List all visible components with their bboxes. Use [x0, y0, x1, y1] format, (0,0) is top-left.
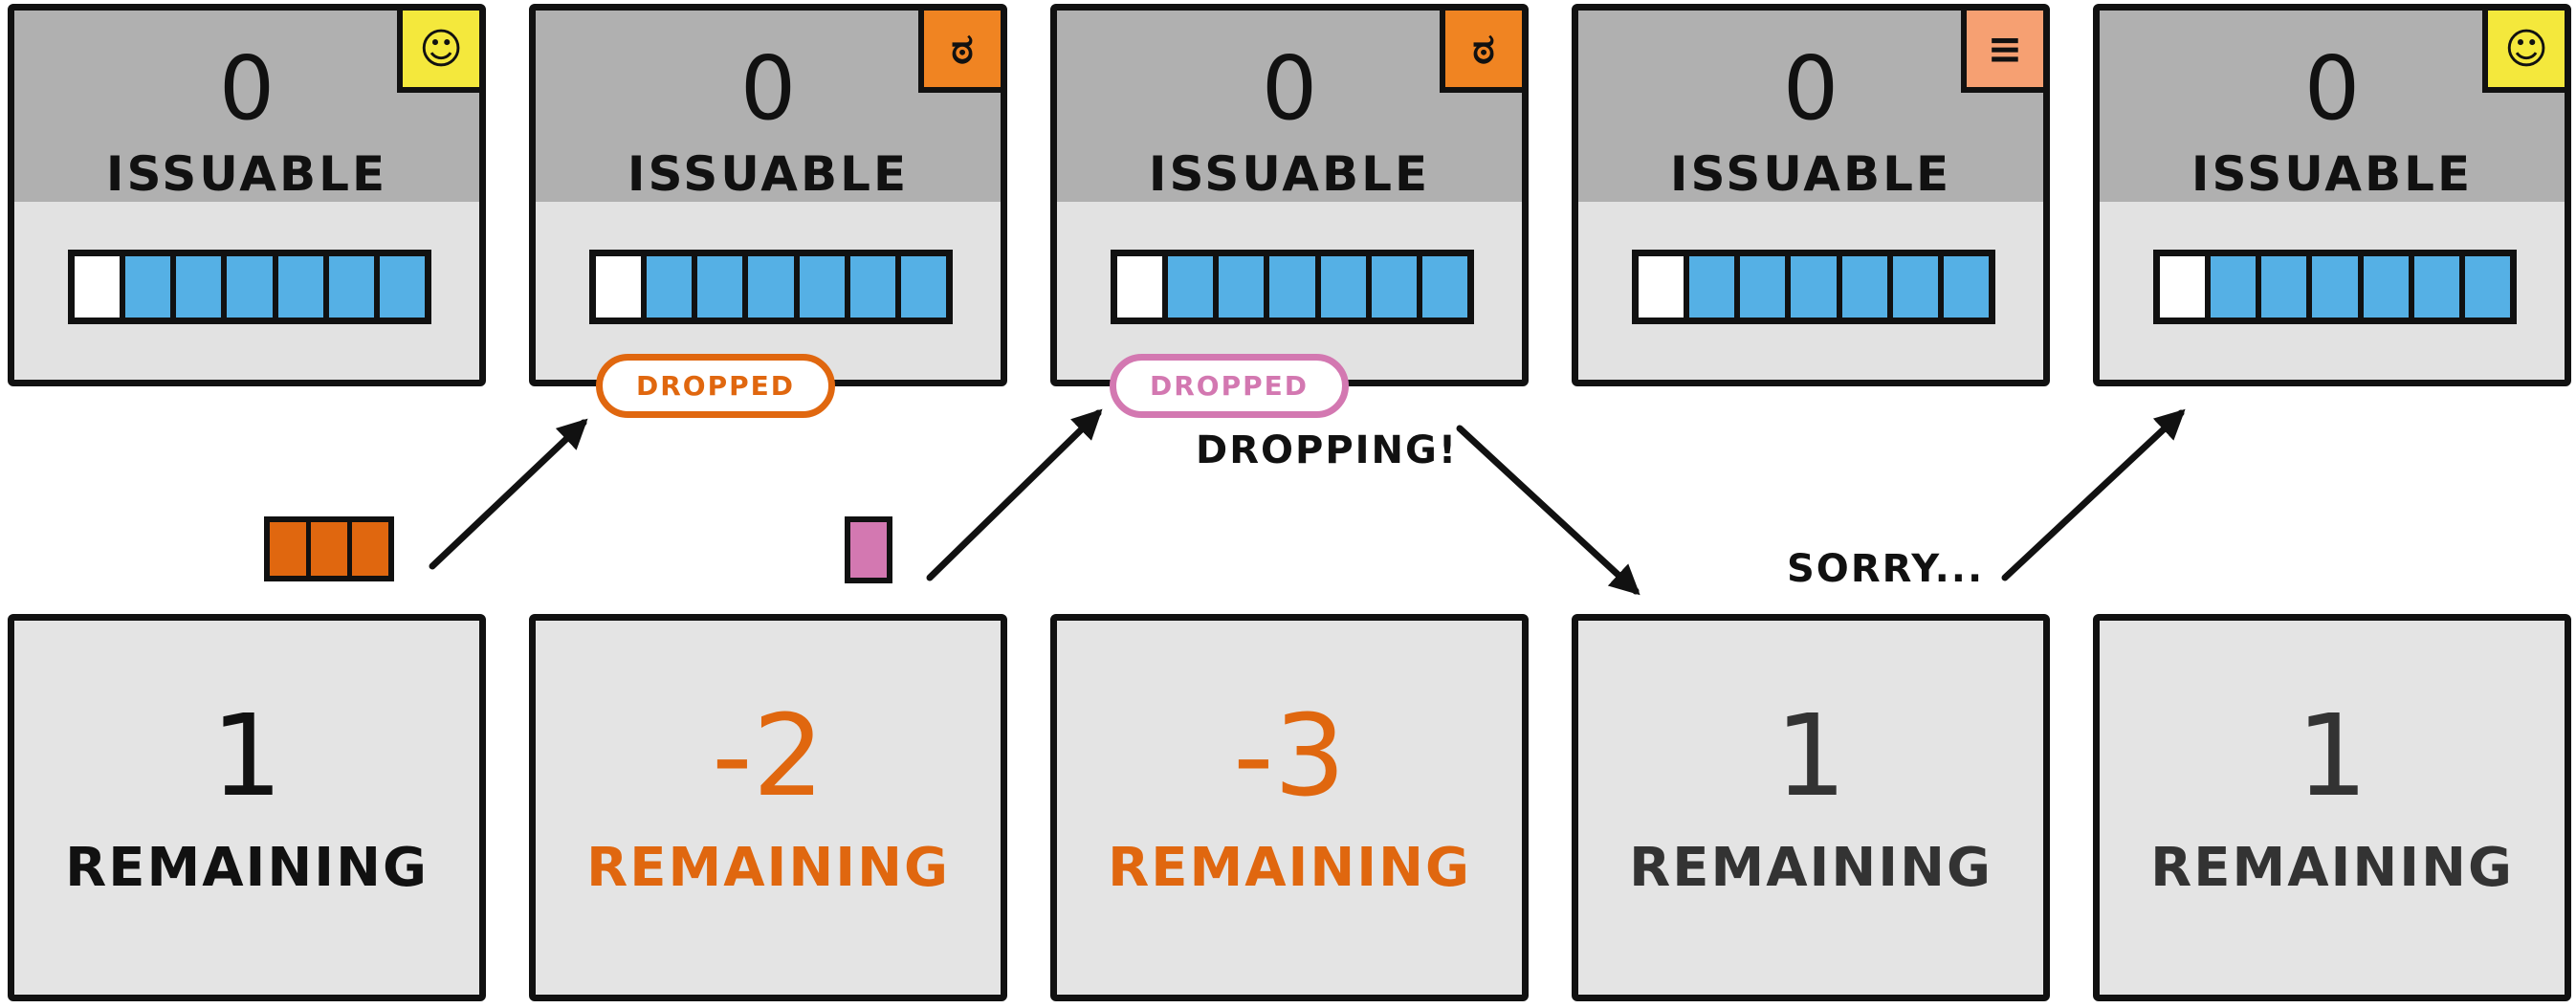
- bar-slot-filled: [2261, 256, 2307, 318]
- bar-slot-filled: [1371, 256, 1417, 318]
- issuable-panel-2: 0 ISSUABLE ಠ: [529, 4, 1007, 386]
- bar-slot-filled: [125, 256, 171, 318]
- bar-slot-filled: [799, 256, 845, 318]
- issuable-count: 0: [218, 37, 275, 140]
- bar-slot-filled: [2363, 256, 2409, 318]
- bar-slot-filled: [227, 256, 273, 318]
- issuable-panel-3: 0 ISSUABLE ಠ: [1050, 4, 1529, 386]
- bar-slot-filled: [849, 256, 895, 318]
- dropped-tag: DROPPED: [596, 354, 835, 418]
- issuable-count: 0: [1782, 37, 1839, 140]
- issuable-panel-5: 0 ISSUABLE ☺: [2093, 4, 2571, 386]
- remaining-count: -3: [1233, 690, 1346, 822]
- bar-slot-filled: [379, 256, 425, 318]
- bar-slot-filled: [328, 256, 374, 318]
- bar-slot-filled: [748, 256, 794, 318]
- bar-slot-filled: [900, 256, 946, 318]
- bar-slot-filled: [1892, 256, 1938, 318]
- bar-slot-filled: [1841, 256, 1887, 318]
- issuable-panel-4: 0 ISSUABLE ≡: [1572, 4, 2050, 386]
- bar-slot-empty: [75, 256, 121, 318]
- remaining-count: 1: [2296, 690, 2368, 822]
- remaining-label: REMAINING: [1629, 837, 1993, 899]
- bar-slot-empty: [2160, 256, 2206, 318]
- bar-slot-filled: [1943, 256, 1989, 318]
- request-token-pink: [845, 516, 892, 583]
- bar-slot-filled: [1269, 256, 1315, 318]
- capacity-bar: [68, 250, 431, 324]
- request-token-orange: [264, 516, 394, 581]
- issuable-label: ISSUABLE: [627, 146, 910, 202]
- sorry-note: SORRY...: [1787, 547, 1985, 591]
- arrow-to-remaining-4: [1456, 425, 1640, 596]
- issuable-count: 0: [739, 37, 797, 140]
- arrow-to-panel-3: [926, 408, 1103, 581]
- remaining-count: 1: [210, 690, 283, 822]
- issuable-count: 0: [2303, 37, 2361, 140]
- bar-slot-filled: [1320, 256, 1366, 318]
- bar-slot-filled: [2464, 256, 2510, 318]
- issuable-panel-1: 0 ISSUABLE ☺: [8, 4, 486, 386]
- angry-face-icon: ಠ: [1440, 11, 1522, 93]
- bar-slot-empty: [596, 256, 642, 318]
- bar-slot-filled: [2211, 256, 2257, 318]
- bar-slot-empty: [1117, 256, 1163, 318]
- issuable-label: ISSUABLE: [1148, 146, 1431, 202]
- arrow-to-panel-5: [2001, 408, 2186, 581]
- remaining-panel-2: -2 REMAINING: [529, 614, 1007, 1001]
- bar-slot-filled: [2413, 256, 2459, 318]
- bar-slot-filled: [1421, 256, 1467, 318]
- smiley-face-icon: ☺: [397, 11, 479, 93]
- angry-face-icon: ಠ: [918, 11, 1001, 93]
- arrow-to-panel-2: [429, 418, 588, 570]
- smiley-face-icon: ☺: [2482, 11, 2565, 93]
- capacity-bar: [1111, 250, 1474, 324]
- capacity-bar: [2153, 250, 2517, 324]
- remaining-label: REMAINING: [586, 837, 950, 899]
- issuable-label: ISSUABLE: [1669, 146, 1952, 202]
- remaining-panel-5: 1 REMAINING: [2093, 614, 2571, 1001]
- remaining-panel-3: -3 REMAINING: [1050, 614, 1529, 1001]
- remaining-panel-4: 1 REMAINING: [1572, 614, 2050, 1001]
- dropping-note: DROPPING!: [1196, 428, 1459, 472]
- bar-slot-filled: [176, 256, 222, 318]
- token-cell: [311, 522, 347, 576]
- bar-slot-filled: [1740, 256, 1786, 318]
- token-cell: [352, 522, 388, 576]
- remaining-panel-1: 1 REMAINING: [8, 614, 486, 1001]
- issuable-label: ISSUABLE: [2191, 146, 2474, 202]
- token-cell: [850, 522, 887, 578]
- remaining-count: 1: [1774, 690, 1847, 822]
- issuable-count: 0: [1261, 37, 1318, 140]
- capacity-bar: [589, 250, 953, 324]
- bar-slot-filled: [2312, 256, 2358, 318]
- issuable-label: ISSUABLE: [105, 146, 388, 202]
- remaining-label: REMAINING: [2150, 837, 2514, 899]
- neutral-face-icon: ≡: [1961, 11, 2043, 93]
- capacity-bar: [1632, 250, 1995, 324]
- remaining-label: REMAINING: [65, 837, 429, 899]
- bar-slot-filled: [277, 256, 323, 318]
- bar-slot-filled: [697, 256, 743, 318]
- bar-slot-filled: [1689, 256, 1735, 318]
- token-cell: [270, 522, 306, 576]
- bar-slot-filled: [1791, 256, 1837, 318]
- remaining-count: -2: [712, 690, 825, 822]
- bar-slot-empty: [1639, 256, 1684, 318]
- bar-slot-filled: [1219, 256, 1265, 318]
- bar-slot-filled: [1168, 256, 1214, 318]
- bar-slot-filled: [647, 256, 693, 318]
- dropped-tag: DROPPED: [1110, 354, 1349, 418]
- remaining-label: REMAINING: [1108, 837, 1471, 899]
